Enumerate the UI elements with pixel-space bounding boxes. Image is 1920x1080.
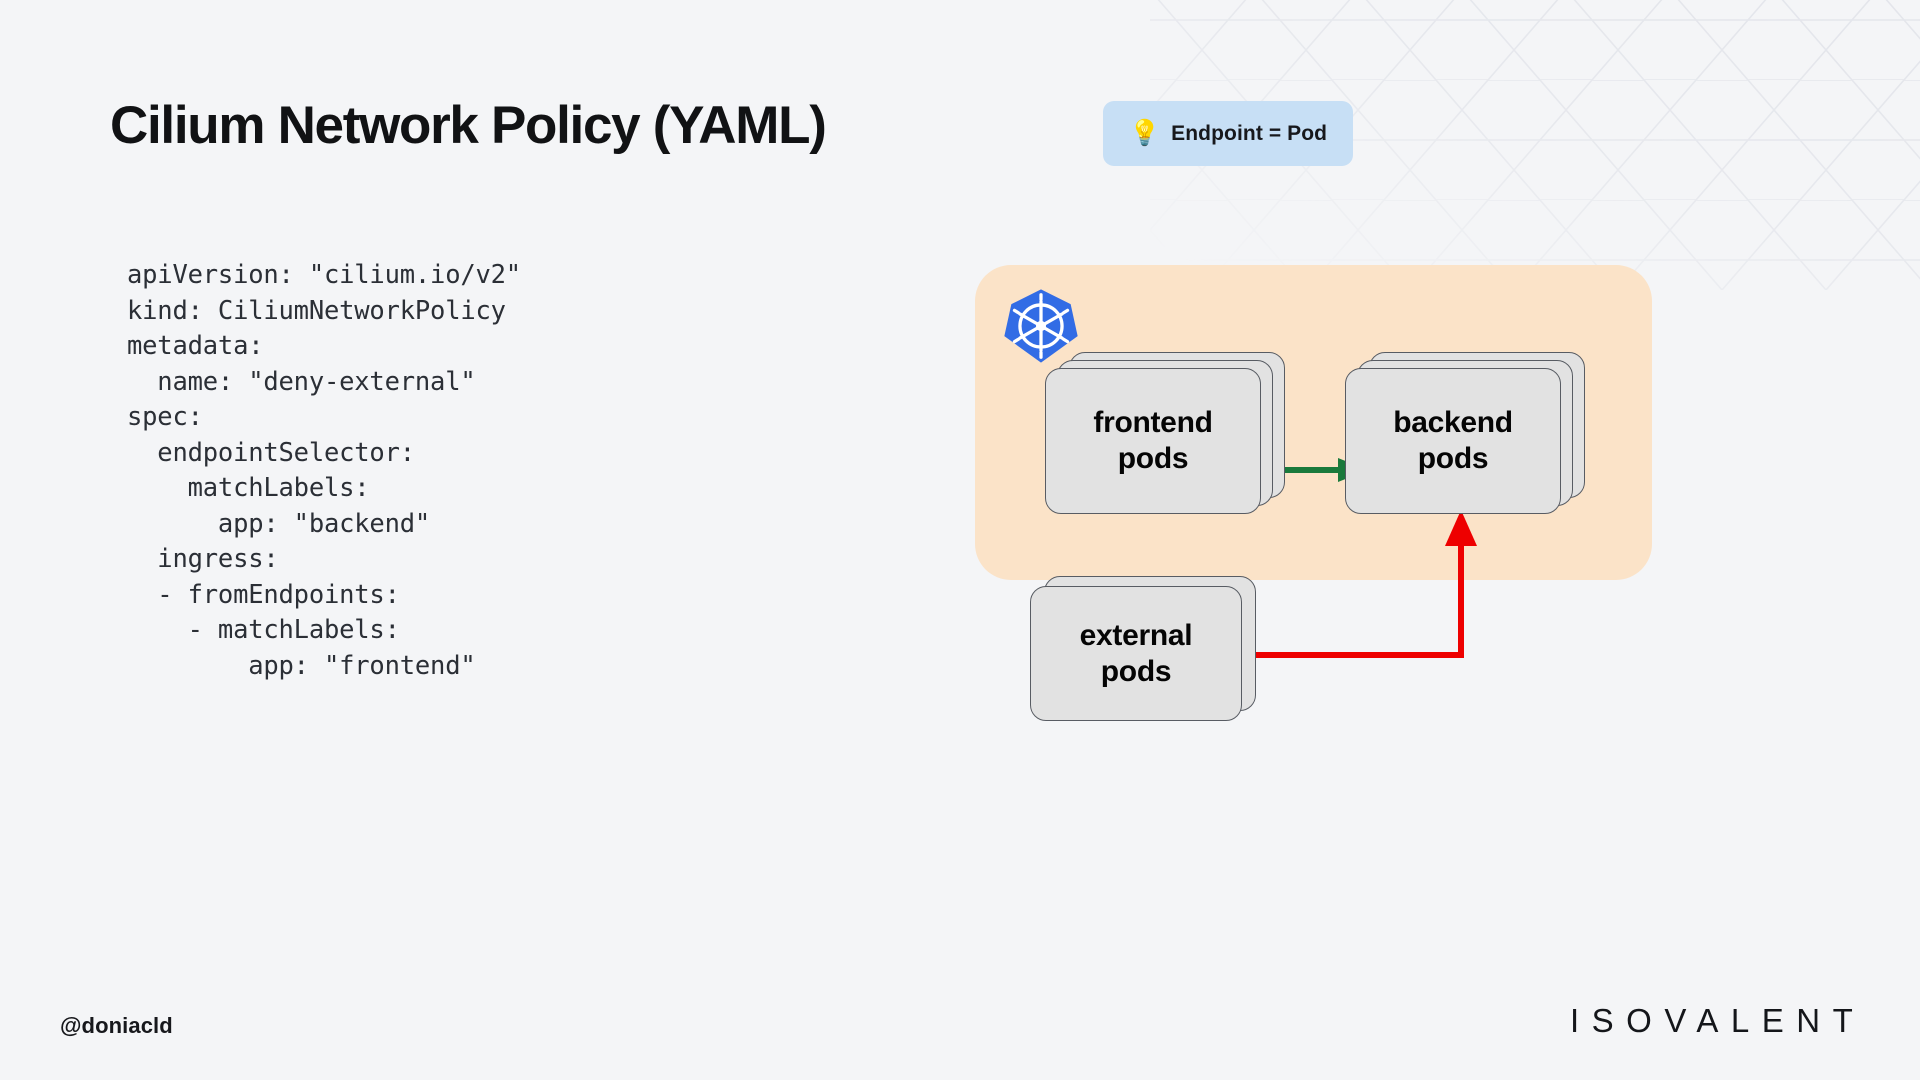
pod-label-line1: frontend: [1093, 406, 1213, 440]
isovalent-wordmark: ISOVALENT: [1570, 1002, 1866, 1039]
pod-card-frontend: frontend pods: [1045, 368, 1261, 514]
hint-badge-label: Endpoint = Pod: [1171, 121, 1328, 145]
author-handle: @doniacld: [60, 1013, 173, 1038]
edge-denied-arrow: [1255, 510, 1477, 658]
pod-label-line2: pods: [1417, 442, 1489, 475]
isovalent-logo: ISOVALENT: [1570, 1000, 1870, 1042]
pod-label-line1: external: [1079, 618, 1193, 652]
lightbulb-icon: 💡: [1129, 119, 1161, 147]
pod-stack-frontend: frontend pods: [1045, 352, 1285, 528]
pod-stack-backend: backend pods: [1345, 352, 1585, 528]
pod-label-line1: backend: [1393, 406, 1513, 440]
pod-label-line2: pods: [1117, 442, 1189, 475]
pod-card-external: external pods: [1030, 586, 1242, 721]
hint-badge: 💡 Endpoint = Pod: [1103, 101, 1354, 166]
yaml-code-block: apiVersion: "cilium.io/v2" kind: CiliumN…: [127, 260, 521, 681]
pod-card-backend: backend pods: [1345, 368, 1561, 514]
page-title: Cilium Network Policy (YAML): [110, 96, 827, 155]
kubernetes-logo-icon: [1004, 289, 1078, 363]
pod-label-line2: pods: [1100, 654, 1172, 688]
pod-stack-external: external pods: [1030, 576, 1256, 731]
